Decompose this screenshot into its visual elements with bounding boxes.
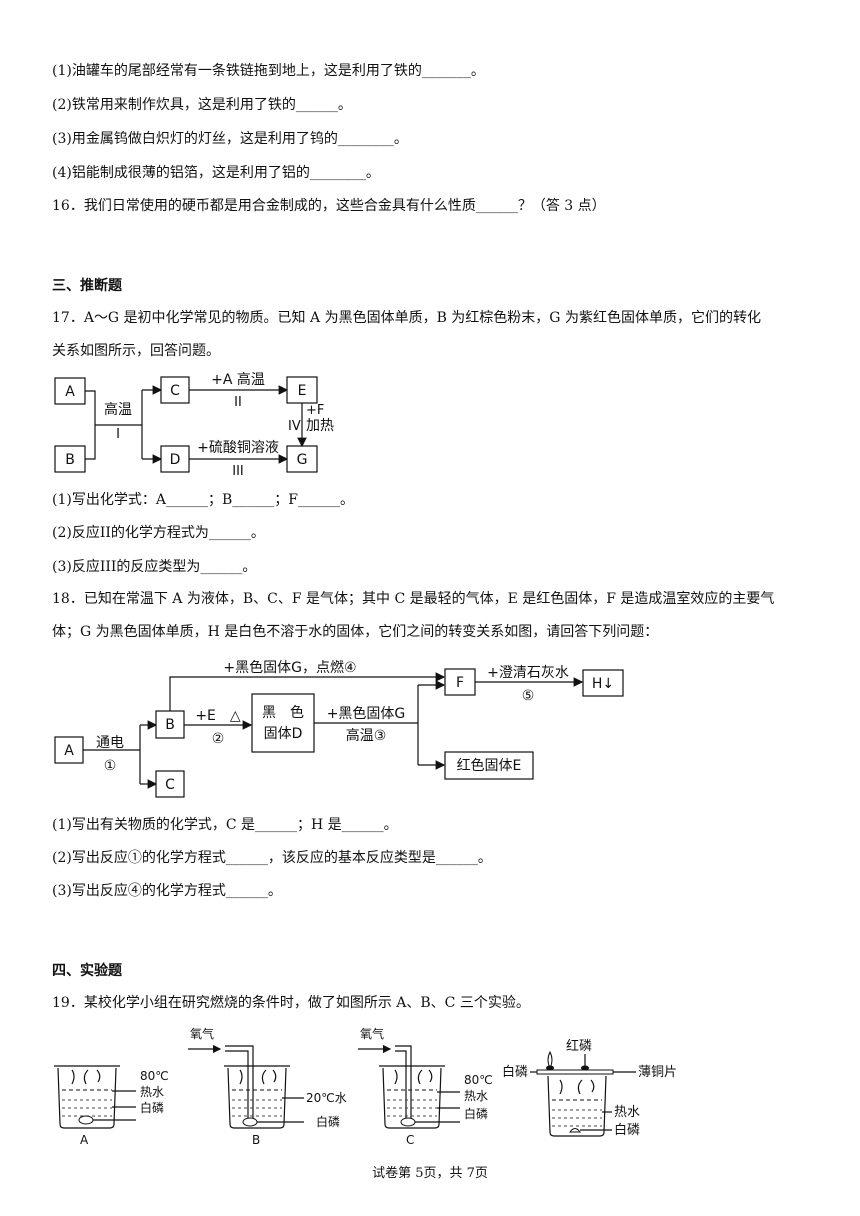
cond-DG-num: 高温③	[346, 727, 387, 744]
question-15-3: (3)用金属钨做白炽灯的灯丝，这是利用了钨的________。	[52, 131, 408, 147]
box-B	[54, 445, 86, 473]
page-footer: 试卷第 5页，共 7页	[372, 1166, 488, 1181]
B-oxygen: 氧气	[190, 1026, 214, 1041]
beaker-B	[224, 1045, 304, 1129]
experiment-figure: 80℃ 热水 白磷 A 氧气 20℃水 白磷 B 氧气 80℃ 热水 白磷 C …	[54, 1026, 677, 1147]
question-18-2: (2)写出反应①的化学方程式______，该反应的基本反应类型是______。	[52, 850, 492, 866]
A-label: A	[80, 1133, 89, 1147]
cond-lime-num: ⑤	[522, 688, 535, 704]
label-G: G	[297, 452, 308, 468]
label-C: C	[170, 383, 180, 399]
B-label: B	[252, 1133, 260, 1147]
cond-II-top: +A 高温	[211, 371, 265, 388]
box-C	[160, 376, 190, 404]
label-B: B	[65, 452, 75, 468]
question-15-1: (1)油罐车的尾部经常有一条铁链拖到地上，这是利用了铁的_______。	[52, 63, 485, 79]
question-17-1: (1)写出化学式：A______；B______；F______。	[52, 492, 354, 508]
section-title-experiment: 四、实验题	[52, 963, 122, 979]
box-D	[160, 445, 190, 473]
question-17-intro-cont: 关系如图所示，回答问题。	[52, 343, 220, 359]
box-D	[251, 693, 315, 753]
cond-lime: +澄清石灰水	[487, 665, 569, 681]
box-H	[582, 669, 624, 697]
cond-BE-num: ②	[212, 731, 225, 747]
diagram-18: A 通电 ① B C +黑色固体G，点燃④ +E △ ② 黑 色 固体D +黑色…	[54, 659, 624, 798]
C-temp: 80℃	[464, 1073, 493, 1087]
beaker-D	[530, 1050, 636, 1137]
cond-elec: 通电	[96, 735, 124, 751]
cond-I-top: 高温	[104, 401, 132, 418]
cond-BE: +E △	[195, 708, 241, 724]
question-19-intro: 19．某校化学小组在研究燃烧的条件时，做了如图所示 A、B、C 三个实验。	[52, 995, 530, 1011]
C-label: C	[406, 1133, 414, 1147]
box-A	[54, 377, 86, 405]
cond-II-num: II	[234, 395, 242, 410]
label-D: D	[170, 452, 181, 468]
box-A	[54, 736, 84, 764]
box-E	[444, 751, 534, 780]
section-title-inference: 三、推断题	[52, 278, 122, 294]
label-B: B	[165, 717, 175, 733]
cond-III-top: +硫酸铜溶液	[197, 440, 279, 456]
label-E: 红色固体E	[457, 757, 522, 774]
bracket-AB	[85, 390, 96, 460]
question-15-2: (2)铁常用来制作炊具，这是利用了铁的______。	[52, 97, 352, 113]
D-water: 热水	[614, 1105, 640, 1120]
C-water: 热水	[464, 1089, 488, 1103]
diagram-17: A B 高温 I C D +A 高温 II E +硫酸铜溶液 III G +F …	[54, 371, 334, 478]
question-17-3: (3)反应III的反应类型为______。	[52, 559, 257, 575]
A-phosphorus: 白磷	[140, 1100, 164, 1115]
cond-IV-plus-f: +F	[306, 403, 324, 418]
beaker-A	[54, 1065, 136, 1129]
question-18-3: (3)写出反应④的化学方程式______。	[52, 883, 282, 899]
beaker-C	[379, 1045, 460, 1129]
cond-elec-num: ①	[104, 758, 117, 774]
cond-I-num: I	[116, 427, 120, 442]
cond-top: +黑色固体G，点燃④	[223, 659, 356, 676]
D-white-phosphorus-top: 白磷	[502, 1064, 528, 1080]
label-D-line1: 黑 色	[262, 704, 304, 721]
A-temp: 80℃	[140, 1069, 169, 1083]
label-A: A	[64, 743, 74, 759]
C-phosphorus: 白磷	[464, 1106, 488, 1121]
D-phosphorus: 白磷	[614, 1122, 640, 1138]
label-D-line2: 固体D	[264, 726, 303, 742]
question-18-1: (1)写出有关物质的化学式，C 是______；H 是______。	[52, 817, 398, 833]
cond-DG: +黑色固体G	[327, 705, 406, 722]
label-F: F	[456, 675, 464, 691]
label-H: H↓	[592, 676, 614, 692]
question-17-intro: 17．A～G 是初中化学常见的物质。已知 A 为黑色固体单质，B 为红棕色粉末，…	[52, 310, 761, 326]
box-C	[155, 770, 185, 798]
D-red-phosphorus: 红磷	[566, 1038, 592, 1054]
label-C: C	[165, 777, 175, 793]
D-copper-sheet: 薄铜片	[638, 1065, 677, 1080]
label-E: E	[298, 383, 307, 399]
question-17-2: (2)反应II的化学方程式为______。	[52, 525, 265, 541]
question-18-intro: 18．已知在常温下 A 为液体，B、C、F 是气体；其中 C 是最轻的气体，E …	[52, 591, 775, 607]
B-water: 20℃水	[306, 1091, 347, 1105]
C-oxygen: 氧气	[360, 1026, 384, 1041]
question-15-4: (4)铝能制成很薄的铝箔，这是利用了铝的________。	[52, 165, 380, 181]
cond-IV-num: IV	[288, 419, 301, 434]
A-water: 热水	[140, 1085, 164, 1099]
question-16: 16．我们日常使用的硬币都是用合金制成的，这些合金具有什么性质______？（答…	[52, 198, 606, 214]
cond-IV-heat: 加热	[306, 418, 334, 434]
question-18-intro-cont: 体；G 为黑色固体单质，H 是白色不溶于水的固体，它们之间的转变关系如图，请回答…	[52, 624, 659, 640]
B-phosphorus: 白磷	[316, 1114, 340, 1129]
cond-III-num: III	[232, 464, 244, 478]
label-A: A	[65, 384, 75, 400]
